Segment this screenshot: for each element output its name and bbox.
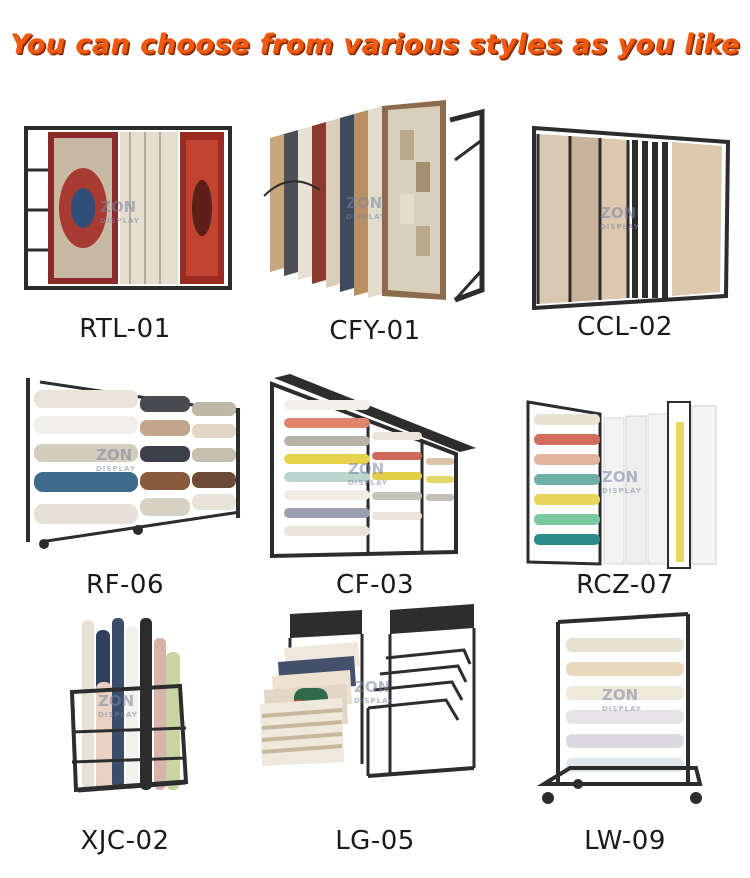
sliding-panel-rack-icon bbox=[532, 125, 731, 310]
product-code: RTL-01 bbox=[79, 314, 171, 344]
roll-bin-rack-icon bbox=[69, 618, 189, 793]
product-code: CF-03 bbox=[335, 570, 415, 600]
product-code: RF-06 bbox=[86, 570, 164, 600]
hanging-sample-rack-icon bbox=[260, 604, 476, 778]
roll-wall-rack-icon bbox=[526, 400, 717, 569]
product-code: CFY-01 bbox=[329, 316, 421, 346]
roll-pull-rack-icon bbox=[270, 374, 476, 559]
product-code: CCL-02 bbox=[577, 312, 673, 342]
product-code: LG-05 bbox=[335, 826, 415, 856]
headline: You can choose from various styles as yo… bbox=[10, 29, 740, 60]
mobile-roll-rack-icon bbox=[536, 612, 703, 804]
product-code: LW-09 bbox=[584, 826, 666, 856]
sliding-rug-rack-icon bbox=[24, 126, 232, 290]
product-code: RCZ-07 bbox=[576, 570, 674, 600]
roll-shelf-rack-icon bbox=[26, 378, 241, 549]
flip-rug-rack-icon bbox=[263, 100, 485, 303]
product-code: XJC-02 bbox=[80, 826, 170, 856]
